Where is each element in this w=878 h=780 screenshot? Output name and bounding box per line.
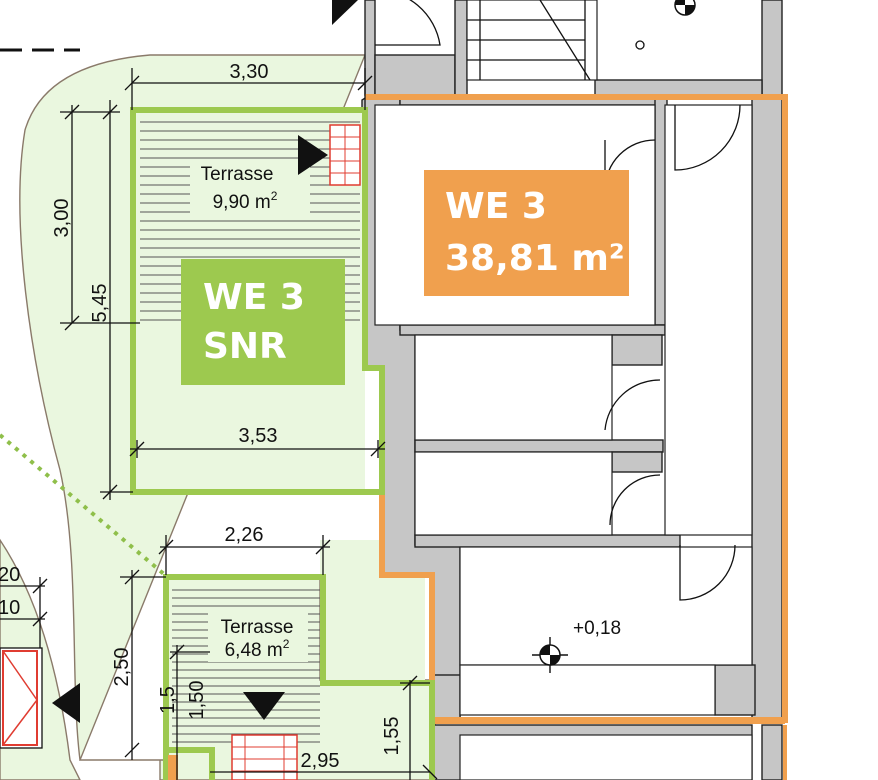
terrace-2-area: 6,48 m2 (225, 637, 290, 661)
garden-area (19, 54, 436, 780)
dimension-left-small (0, 577, 48, 648)
door-swing-top (375, 0, 441, 46)
dim-2-26: 2,26 (225, 524, 264, 546)
stair-red-1 (329, 124, 361, 186)
wall-inner-8 (714, 664, 756, 716)
dimension-5-45 (100, 100, 133, 500)
dim-1-50: 1,50 (186, 681, 208, 720)
dim-2-95: 2,95 (301, 750, 340, 772)
terrace-1-area: 9,90 m2 (213, 189, 278, 213)
arrow-top (332, 0, 358, 25)
pipe-marker (635, 40, 645, 50)
dotted-line-green (0, 433, 167, 577)
door-swing-4 (609, 474, 661, 526)
dim-3-53: 3,53 (239, 425, 278, 447)
entry-arrow-left (52, 683, 80, 723)
dim-20: 20 (0, 564, 20, 586)
wall-inner-6 (611, 451, 663, 473)
door-swing-1 (674, 104, 741, 171)
wall-right-column (751, 94, 783, 721)
wall-top-right (761, 0, 783, 96)
dimension-2-95 (210, 764, 438, 780)
dimension-3-30 (124, 68, 373, 110)
wall-bottom-right (761, 724, 783, 780)
wall-top-block (374, 54, 456, 96)
dim-2-50: 2,50 (111, 648, 133, 687)
dimension-3-53 (129, 440, 386, 458)
terrace-2-name: Terrasse (221, 617, 294, 638)
wall-top-mid (454, 0, 468, 96)
level-marker-top (674, 0, 696, 16)
snr-label-box (181, 259, 345, 385)
wall-inner-5 (414, 439, 664, 453)
level-mark-text: +0,18 (573, 618, 621, 639)
terrace-2-inner-edge (166, 747, 215, 780)
unit-label-line1: WE 3 (445, 186, 547, 227)
terrace-1-label-bg (190, 160, 310, 215)
wall-top-mid2 (594, 79, 763, 96)
dimension-1-55 (400, 675, 430, 780)
door-swing-5 (679, 544, 736, 601)
wall-inner-3 (399, 324, 666, 336)
room-storage (414, 451, 613, 536)
stair-top (466, 0, 598, 81)
dim-1-55: 1,55 (381, 717, 403, 756)
room-bottom (459, 734, 753, 780)
dim-10: 10 (0, 597, 20, 619)
entry-arrow-1 (298, 135, 328, 175)
dim-3-30: 3,30 (230, 61, 269, 83)
snr-label-line1: WE 3 (203, 277, 305, 318)
room-corridor (664, 104, 753, 536)
terrace-1-name: Terrasse (201, 164, 274, 185)
door-swing-3 (604, 379, 661, 431)
unit-label-box (424, 170, 629, 296)
wall-inner-7 (414, 534, 681, 548)
room-bedroom-lower (459, 664, 716, 716)
terrace-2-outline (163, 574, 435, 780)
dim-1-5: 1,5 (157, 686, 179, 714)
terrace-2-label-bg (208, 612, 308, 662)
stair-red-2 (231, 734, 298, 780)
dim-5-45: 5,45 (89, 284, 111, 323)
dimension-2-26 (158, 535, 331, 575)
red-window-element (0, 647, 43, 749)
unit-label-line2: 38,81 m² (445, 238, 625, 279)
entry-arrow-2 (243, 692, 285, 720)
snr-label-line2: SNR (203, 326, 287, 367)
room-bath (414, 334, 613, 441)
level-marker-icon (532, 637, 568, 673)
orange-edge-bottom-left (168, 755, 178, 780)
room-bedroom (459, 546, 753, 666)
dim-3-00: 3,00 (51, 199, 73, 238)
wall-inner-4 (611, 334, 663, 366)
dimension-1-50 (169, 644, 210, 780)
dimension-2-50 (120, 569, 166, 760)
